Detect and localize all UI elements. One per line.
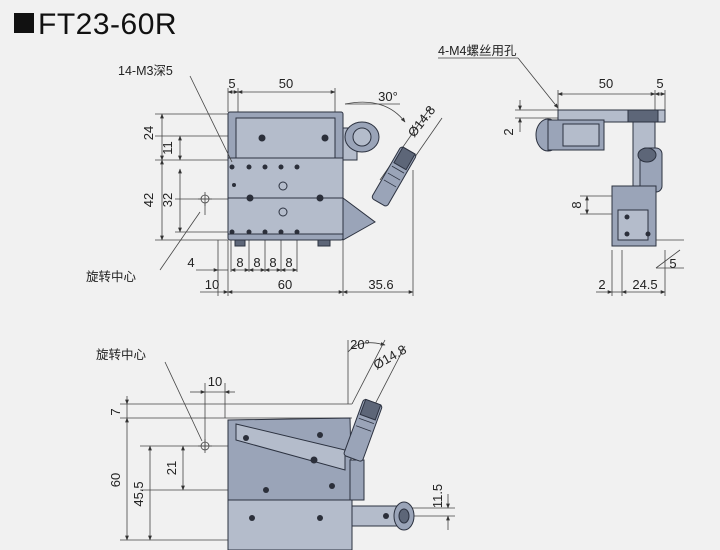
- side-dim-2: 2: [501, 128, 516, 135]
- dim-8c: 8: [269, 255, 276, 270]
- dim-11: 11: [160, 141, 175, 155]
- dim-8d: 8: [285, 255, 292, 270]
- front-dim-45-5: 45.5: [131, 481, 146, 506]
- dim-8a: 8: [236, 255, 243, 270]
- front-dim-7: 7: [108, 408, 123, 415]
- dim-30deg: 30°: [378, 89, 398, 104]
- dim-60: 60: [278, 277, 292, 292]
- label-rotation-center-2: 旋转中心: [96, 347, 147, 362]
- page-title: FT23-60R: [14, 8, 177, 42]
- title-text: FT23-60R: [38, 8, 178, 41]
- front-dim-20deg: 20°: [350, 337, 370, 352]
- side-dim-5-top: 5: [656, 76, 663, 91]
- front-view: 旋转中心: [96, 337, 455, 550]
- side-dim-50: 50: [599, 76, 613, 91]
- dim-24: 24: [141, 126, 156, 140]
- dim-4: 4: [187, 255, 194, 270]
- square-bullet-icon: [14, 13, 34, 33]
- dim-5: 5: [228, 76, 235, 91]
- dim-32: 32: [160, 193, 175, 207]
- front-dim-10: 10: [208, 374, 222, 389]
- front-dim-11-5: 11.5: [430, 484, 445, 508]
- front-dim-21: 21: [164, 461, 179, 475]
- side-dim-24-5: 24.5: [632, 277, 657, 292]
- dim-42: 42: [141, 193, 156, 207]
- dim-50: 50: [279, 76, 293, 91]
- dim-dia-14-8: Ø14.8: [405, 103, 439, 140]
- side-dim-8: 8: [569, 201, 584, 208]
- side-dim-2-bottom: 2: [598, 277, 605, 292]
- dim-10: 10: [205, 277, 219, 292]
- label-m3-holes: 14-M3深5: [118, 64, 173, 78]
- dim-35-6: 35.6: [368, 277, 393, 292]
- top-view: 5 50 30° Ø14.8 24 11 42 32 4 8 8 8 8 10 …: [86, 64, 443, 296]
- side-dim-5-right: 5: [669, 256, 676, 271]
- side-view: 4-M4螺丝用孔: [438, 44, 684, 296]
- label-m4-holes: 4-M4螺丝用孔: [438, 44, 517, 58]
- label-rotation-center: 旋转中心: [86, 269, 137, 284]
- front-dim-60: 60: [108, 473, 123, 487]
- front-dim-dia-14-8: Ø14.8: [371, 342, 409, 373]
- dim-8b: 8: [253, 255, 260, 270]
